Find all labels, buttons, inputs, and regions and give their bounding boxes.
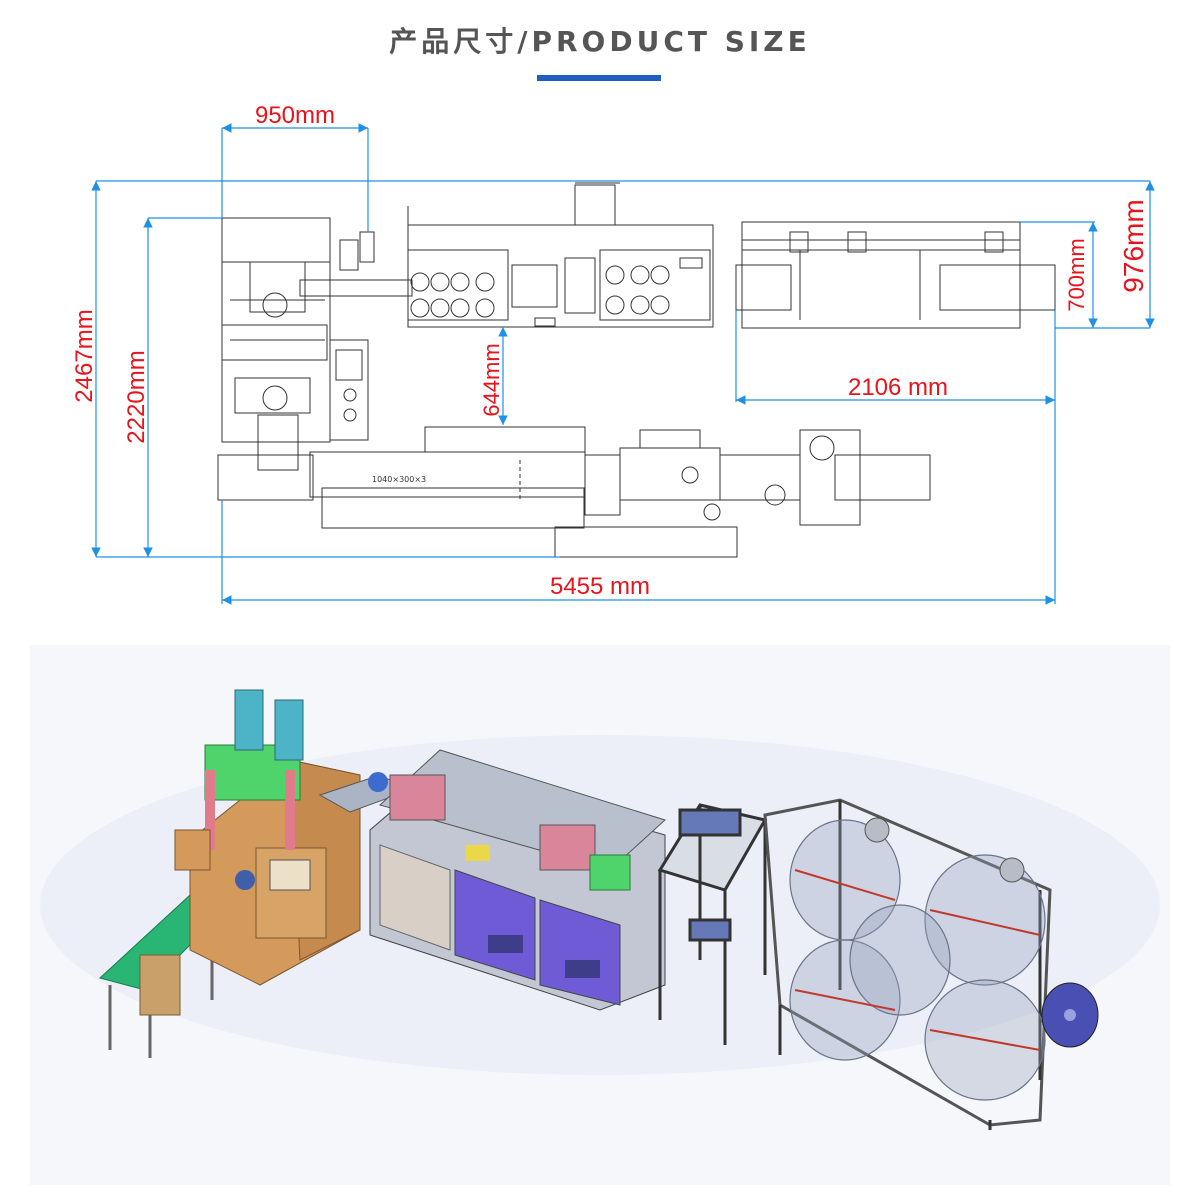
dim-length-right: 2106 mm: [848, 374, 948, 401]
dim-height-overall: 2467mm: [71, 309, 98, 402]
title-underline: [537, 75, 661, 81]
dim-width-top: 950mm: [255, 102, 335, 129]
page-title: 产品尺寸/PRODUCT SIZE: [389, 25, 811, 58]
dimension-labels: 950mm 2467mm 2220mm 644mm 2106 mm 700mm …: [71, 102, 1149, 600]
production-line-3d-render: [30, 645, 1170, 1185]
dim-height-right-outer: 976mm: [1118, 199, 1149, 292]
dim-height-right-inner: 700mm: [1064, 238, 1089, 311]
bottom-machine-outline: [217, 426, 931, 558]
technical-drawing: 1040×300×3: [217, 182, 1056, 558]
middle-machine-outline: [407, 182, 714, 328]
drawing-small-label: 1040×300×3: [372, 475, 426, 484]
right-machine-outline: [735, 221, 1056, 329]
dim-gap-middle: 644mm: [479, 343, 504, 416]
dim-height-inner: 2220mm: [123, 350, 150, 443]
middle-machine: [369, 749, 666, 1011]
dimension-lines: [91, 123, 1155, 605]
left-machine: [174, 689, 361, 986]
material-rack: [657, 798, 1052, 1130]
dim-length-overall: 5455 mm: [550, 573, 650, 600]
roll-shafts: [794, 869, 1041, 1051]
left-machine-outline: [221, 217, 413, 471]
